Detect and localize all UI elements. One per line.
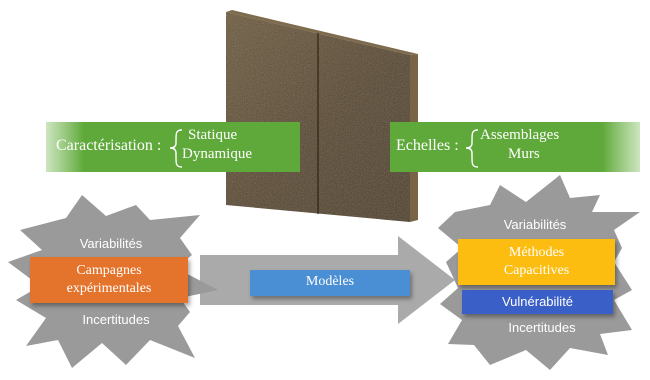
caracterisation-item-statique: Statique: [188, 127, 238, 143]
methodes-box: Méthodes Capacitives: [458, 239, 615, 285]
echelles-banner: [390, 122, 640, 172]
brace-left: [169, 129, 183, 168]
methodes-line-2: Capacitives: [503, 263, 570, 278]
echelles-item-assemblages: Assemblages: [480, 127, 560, 143]
methodes-line-1: Méthodes: [508, 245, 565, 260]
wood-wall-panel: [226, 10, 418, 222]
campagnes-box: Campagnes expérimentales: [30, 257, 188, 303]
left-incertitudes: Incertitudes: [82, 312, 150, 327]
caracterisation-item-dynamique: Dynamique: [182, 146, 252, 162]
modeles-label: Modèles: [305, 274, 355, 289]
right-incertitudes: Incertitudes: [508, 320, 576, 335]
right-variabilites: Variabilités: [503, 217, 567, 232]
vulnerabilite-box: Vulnérabilité: [462, 290, 613, 314]
caracterisation-label: Caractérisation :: [56, 137, 162, 154]
vulnerabilite-label: Vulnérabilité: [501, 294, 574, 309]
campagnes-line-2: expérimentales: [66, 281, 152, 296]
echelles-item-murs: Murs: [508, 146, 540, 162]
echelles-label: Echelles :: [396, 137, 459, 154]
campagnes-line-1: Campagnes: [76, 263, 142, 278]
brace-right: [465, 129, 479, 168]
left-variabilites: Variabilités: [79, 236, 143, 251]
modeles-box: Modèles: [250, 270, 410, 296]
